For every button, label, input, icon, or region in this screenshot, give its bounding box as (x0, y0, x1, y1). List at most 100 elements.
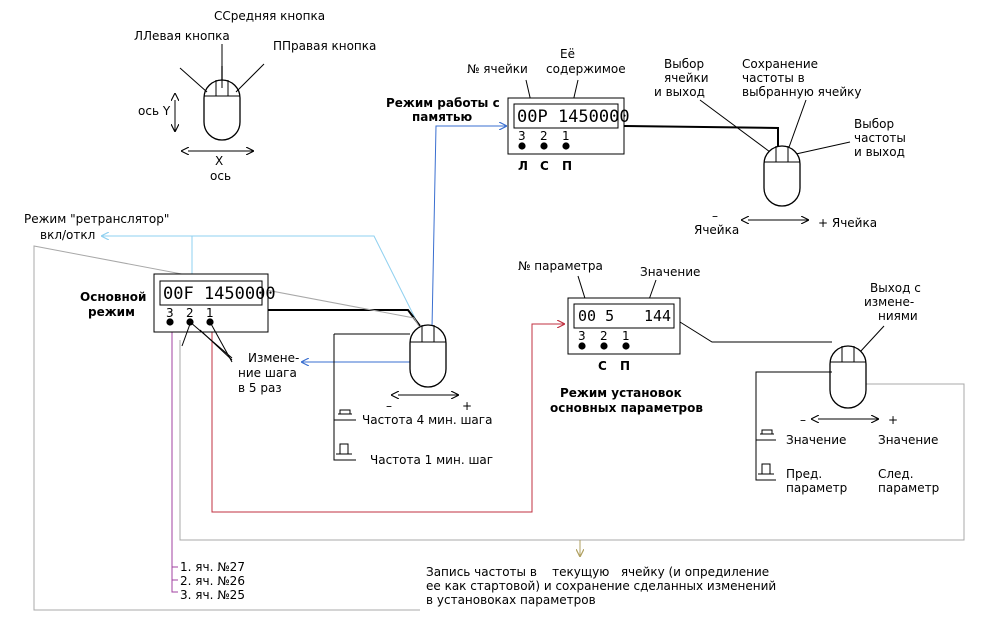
content-label-line1: Её (560, 47, 575, 61)
memory-mode-line (431, 126, 506, 329)
main-minus: – (386, 399, 392, 413)
main-display-line (268, 309, 421, 327)
next-param-line2: параметр (878, 481, 939, 495)
main-plus: + (462, 399, 472, 413)
memory-mode-title-line2: памятью (412, 110, 472, 124)
axis-y-label: ось Y (138, 104, 171, 118)
settings-button-1[interactable] (622, 342, 630, 350)
settings-letter-s: С (598, 359, 607, 373)
key-long-icon (336, 443, 352, 455)
settings-key-long-icon (758, 463, 774, 475)
step-label-line2: ние шага (238, 366, 297, 380)
settings-plus: + (888, 413, 898, 427)
settings-mode-title-line1: Режим установок (560, 386, 682, 400)
step-label-line1: Измене- (248, 351, 299, 365)
left-button-label: ЛЛевая кнопка (134, 29, 230, 43)
key-short-icon (338, 409, 352, 415)
memory-button-number-1: 1 (562, 129, 570, 143)
settings-display-value: 144 (644, 307, 671, 325)
settings-mode-title-line2: основных параметров (550, 401, 703, 415)
settings-button-number-2: 2 (600, 329, 608, 343)
settings-value-label: Значение (640, 265, 700, 279)
cell-item-1: 1. яч. №27 (180, 560, 245, 574)
repeater-label-line1: Режим "ретранслятор" (24, 212, 169, 226)
settings-button-2[interactable] (600, 342, 608, 350)
cell-left-label: Ячейка (694, 223, 739, 237)
memory-letter-p: П (562, 159, 572, 173)
settings-letter-p: П (620, 359, 630, 373)
content-label-line2: содержимое (546, 62, 626, 76)
save-line2: частоты в (742, 71, 805, 85)
value-minus-label: Значение (786, 433, 846, 447)
memory-letter-l: Л (518, 159, 528, 173)
settings-mode: № параметра Значение 00 5 144 3 2 1 С П … (518, 259, 939, 495)
exit-changes-line1: Выход с (870, 281, 921, 295)
select-exit-line3: и выход (654, 85, 705, 99)
repeater-label-line2: вкл/откл (40, 228, 95, 242)
value-plus-label: Значение (878, 433, 938, 447)
right-button-label: ППравая кнопка (273, 39, 376, 53)
step-label-line3: в 5 раз (238, 381, 282, 395)
memory-letter-s: С (540, 159, 549, 173)
freq-1-step-label: Частота 1 мин. шаг (370, 453, 493, 467)
save-line1: Сохранение (742, 57, 818, 71)
main-button-number-2: 2 (186, 306, 194, 320)
settings-minus: – (800, 413, 806, 427)
settings-mouse-icon (829, 345, 867, 409)
settings-display-line (679, 321, 832, 343)
middle-button-label: ССредняя кнопка (214, 9, 325, 23)
settings-button-number-1: 1 (622, 329, 630, 343)
settings-button-number-3: 3 (578, 329, 586, 343)
main-mode: Основной режим 00F 1450000 3 2 1 Измене-… (80, 273, 493, 467)
main-button-3[interactable] (166, 318, 174, 326)
settings-display-param: 00 5 (578, 307, 614, 325)
main-button-number-3: 3 (166, 306, 174, 320)
memory-minus: – (712, 209, 718, 223)
write-note-line3: в установоках параметров (426, 593, 596, 607)
repeater-line (102, 236, 421, 329)
axis-x-word: ось (210, 169, 231, 183)
memory-mode: Режим работы с памятью № ячейки Её содер… (386, 47, 906, 237)
prev-param-line2: параметр (786, 481, 847, 495)
main-mouse-icon (409, 324, 447, 388)
prev-param-line1: Пред. (786, 467, 822, 481)
select-exit-line2: ячейки (664, 71, 709, 85)
write-note-line1: Запись частоты в текущую ячейку (и опред… (426, 565, 769, 579)
main-mode-title-line2: режим (88, 305, 135, 319)
save-line3: выбранную ячейку (742, 85, 861, 99)
freq-4-step-label: Частота 4 мин. шага (362, 413, 492, 427)
settings-mode-line (211, 322, 564, 513)
cell-right-label: + Ячейка (818, 216, 877, 230)
freq-exit-line2: частоты (854, 131, 906, 145)
exit-changes-line2: измене- (864, 295, 914, 309)
settings-key-short-icon (760, 429, 774, 435)
freq-exit-line3: и выход (854, 145, 905, 159)
memory-mode-title-line1: Режим работы с (386, 96, 500, 110)
param-number-label: № параметра (518, 259, 603, 273)
memory-button-number-3: 3 (518, 129, 526, 143)
cells-line (171, 322, 178, 593)
memory-button-2[interactable] (540, 142, 548, 150)
main-mode-title-line1: Основной (80, 290, 146, 304)
mouse-legend: ССредняя кнопка ЛЛевая кнопка ППравая кн… (134, 9, 376, 183)
main-button-number-1: 1 (206, 306, 214, 320)
memory-button-1[interactable] (562, 142, 570, 150)
memory-display-line (623, 125, 779, 148)
memory-display: 00P 1450000 (517, 107, 630, 127)
repeater-loop-line (33, 245, 421, 611)
main-display: 00F 1450000 (163, 284, 276, 304)
select-exit-line1: Выбор (664, 57, 704, 71)
memory-mouse-icon (763, 145, 801, 207)
cell-item-3: 3. яч. №25 (180, 588, 245, 602)
next-param-line1: След. (878, 467, 914, 481)
axis-x-label: X (215, 154, 223, 168)
memory-button-3[interactable] (518, 142, 526, 150)
write-note-line2: ее как стартовой) и сохранение сделанных… (426, 579, 776, 593)
freq-exit-line1: Выбор (854, 117, 894, 131)
cell-number-label: № ячейки (467, 62, 528, 76)
settings-button-3[interactable] (578, 342, 586, 350)
exit-changes-line3: ниями (878, 309, 918, 323)
memory-button-number-2: 2 (540, 129, 548, 143)
cell-item-2: 2. яч. №26 (180, 574, 245, 588)
